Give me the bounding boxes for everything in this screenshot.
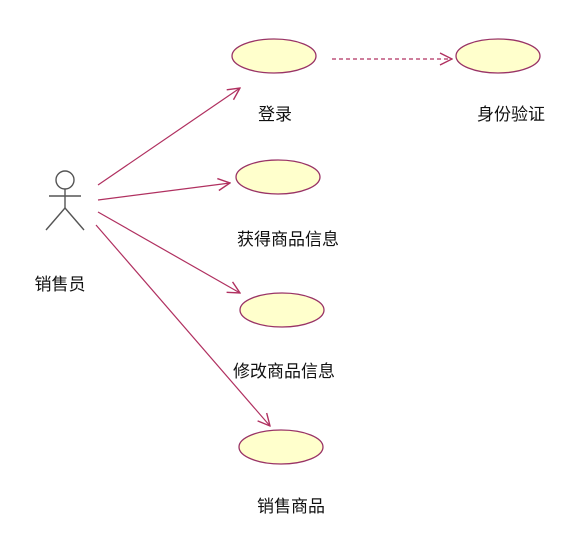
- use-case-edit-info[interactable]: 修改商品信息: [233, 292, 335, 382]
- actor-right-leg: [64, 207, 85, 231]
- use-case-sell-label: 销售商品: [257, 497, 325, 517]
- association-sell: [95, 224, 270, 426]
- association-login: [97, 88, 240, 186]
- association-edit-info: [97, 211, 240, 293]
- use-case-auth[interactable]: 身份验证: [455, 38, 545, 125]
- use-case-sell[interactable]: 销售商品: [238, 429, 325, 517]
- use-case-login[interactable]: 登录: [231, 38, 317, 125]
- association-get-info: [97, 183, 230, 201]
- actor-label: 销售员: [35, 275, 86, 295]
- use-case-edit-info-label: 修改商品信息: [233, 362, 335, 382]
- use-case-login-ellipse[interactable]: [231, 38, 317, 74]
- use-case-get-info-ellipse[interactable]: [235, 159, 321, 195]
- use-case-auth-label: 身份验证: [477, 105, 545, 125]
- actor-head: [55, 170, 75, 190]
- use-case-get-info-label: 获得商品信息: [237, 230, 339, 250]
- use-case-get-info[interactable]: 获得商品信息: [235, 159, 339, 250]
- use-case-login-label: 登录: [258, 105, 292, 125]
- actor-salesperson[interactable]: [45, 170, 85, 231]
- actor-left-leg: [45, 207, 66, 231]
- use-case-edit-info-ellipse[interactable]: [239, 292, 325, 328]
- use-case-auth-ellipse[interactable]: [455, 38, 541, 74]
- use-case-sell-ellipse[interactable]: [238, 429, 324, 465]
